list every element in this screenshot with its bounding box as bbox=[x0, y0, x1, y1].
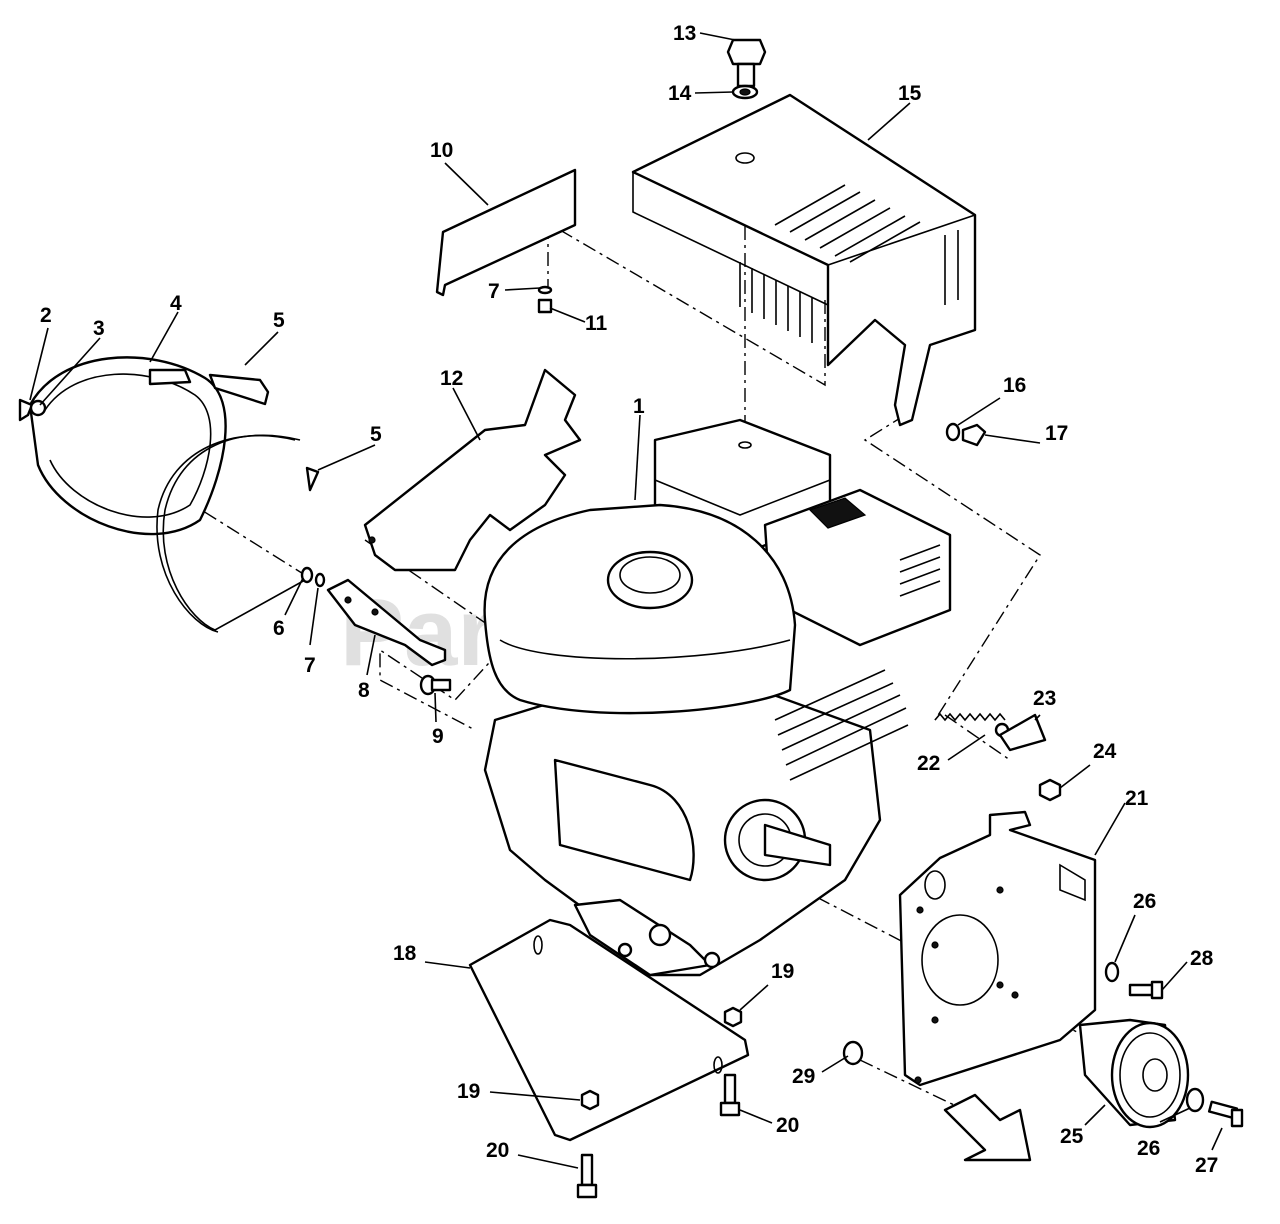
nut-29 bbox=[842, 1040, 864, 1066]
screw-27 bbox=[1207, 1100, 1244, 1128]
callout-12: 12 bbox=[440, 367, 463, 390]
callout-13: 13 bbox=[673, 22, 696, 45]
bolt-13 bbox=[726, 38, 767, 88]
nut-19b bbox=[580, 1089, 600, 1111]
callout-24: 24 bbox=[1093, 740, 1117, 763]
callout-7-top: 7 bbox=[488, 280, 500, 303]
shield-12 bbox=[363, 368, 582, 572]
callout-27: 27 bbox=[1195, 1154, 1218, 1177]
washer-16 bbox=[945, 422, 961, 442]
callout-7-side: 7 bbox=[304, 654, 316, 677]
screw-9 bbox=[419, 674, 452, 696]
callout-6: 6 bbox=[273, 617, 285, 640]
bolt-20b bbox=[576, 1153, 598, 1199]
washer-7-side bbox=[314, 572, 326, 588]
callout-25: 25 bbox=[1060, 1125, 1084, 1148]
callout-20-right: 20 bbox=[776, 1114, 799, 1137]
clip-5a bbox=[208, 373, 270, 406]
base-bracket-18 bbox=[468, 918, 750, 1142]
callout-8: 8 bbox=[358, 679, 370, 702]
callout-18: 18 bbox=[393, 942, 417, 965]
callout-14: 14 bbox=[668, 82, 692, 105]
callout-28: 28 bbox=[1190, 947, 1214, 970]
callout-5-band: 5 bbox=[370, 423, 382, 446]
screw-28 bbox=[1128, 980, 1164, 1000]
callout-5-top: 5 bbox=[273, 309, 285, 332]
bracket-23 bbox=[998, 713, 1047, 752]
callout-9: 9 bbox=[432, 725, 444, 748]
clamp-tab-5b bbox=[305, 466, 320, 492]
washer-26b bbox=[1185, 1087, 1205, 1113]
callout-22: 22 bbox=[917, 752, 940, 775]
callout-10: 10 bbox=[430, 139, 453, 162]
washer-3 bbox=[29, 399, 47, 417]
bracket-8 bbox=[326, 578, 447, 667]
callout-21: 21 bbox=[1125, 787, 1149, 810]
callout-23: 23 bbox=[1033, 687, 1056, 710]
shroud-cup-4 bbox=[28, 356, 227, 536]
washer-26a bbox=[1104, 961, 1120, 983]
callout-2: 2 bbox=[40, 304, 52, 327]
mounting-plate-21 bbox=[898, 810, 1097, 1087]
leader-lines bbox=[29, 32, 1223, 1169]
callout-16: 16 bbox=[1003, 374, 1026, 397]
callout-19-top: 19 bbox=[771, 960, 794, 983]
callout-26-top: 26 bbox=[1133, 890, 1156, 913]
callout-15: 15 bbox=[898, 82, 922, 105]
callout-3: 3 bbox=[93, 317, 105, 340]
engine-1 bbox=[483, 418, 952, 977]
muffler-guard-15 bbox=[631, 93, 977, 427]
front-arrow bbox=[943, 1093, 1032, 1162]
callout-1: 1 bbox=[633, 395, 645, 418]
callout-11: 11 bbox=[585, 312, 608, 335]
washer-6 bbox=[300, 566, 314, 584]
washer-7-top bbox=[537, 285, 553, 295]
nut-24 bbox=[1038, 778, 1062, 802]
callout-20-bottom: 20 bbox=[486, 1139, 509, 1162]
screw-11 bbox=[537, 298, 553, 314]
heat-shield-10 bbox=[435, 168, 577, 297]
callout-labels: 13 14 15 10 7 11 2 3 4 5 5 12 1 16 17 6 … bbox=[40, 22, 1218, 1177]
callout-17: 17 bbox=[1045, 422, 1068, 445]
callout-4: 4 bbox=[170, 292, 182, 315]
pulley-25 bbox=[1078, 1018, 1190, 1129]
callout-29: 29 bbox=[792, 1065, 815, 1088]
callout-19-bottom: 19 bbox=[457, 1080, 480, 1103]
nut-19a bbox=[723, 1006, 743, 1028]
callout-26-bottom: 26 bbox=[1137, 1137, 1160, 1160]
wing-nut-17 bbox=[961, 423, 987, 447]
bolt-20a bbox=[719, 1073, 741, 1117]
washer-14-hole bbox=[739, 88, 751, 96]
wing-nut-2 bbox=[18, 398, 34, 422]
